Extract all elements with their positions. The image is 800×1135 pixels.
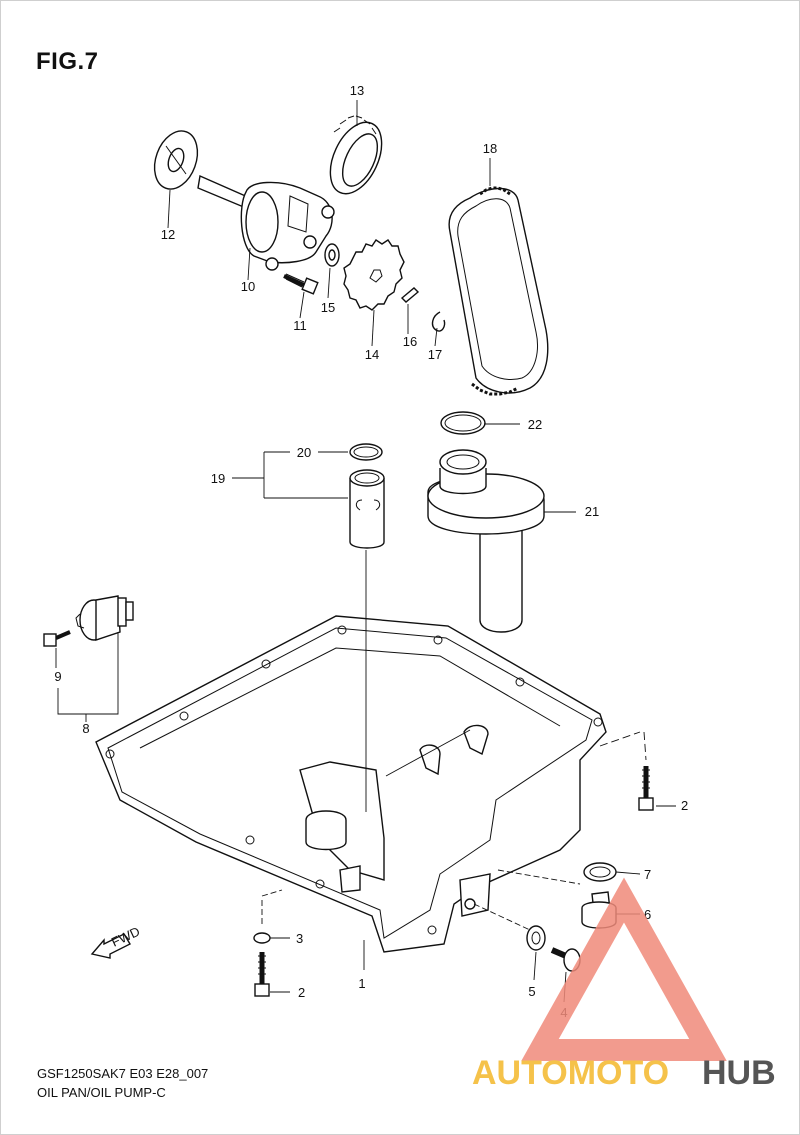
callout-18: 18	[483, 141, 497, 156]
part-14-sprocket	[343, 239, 405, 311]
callout-3: 3	[296, 931, 303, 946]
callout-2-lower: 2	[298, 985, 305, 1000]
figure-title: FIG.7	[36, 48, 99, 75]
callout-22: 22	[528, 417, 542, 432]
callout-19: 19	[211, 471, 225, 486]
callout-5: 5	[528, 984, 535, 999]
part-19-pipe	[349, 469, 385, 549]
callout-11: 11	[293, 318, 307, 333]
callout-6: 6	[644, 907, 651, 922]
model-code: GSF1250SAK7 E03 E28_007	[37, 1066, 209, 1081]
callout-8: 8	[82, 721, 89, 736]
callout-1: 1	[358, 976, 365, 991]
callout-17: 17	[428, 347, 442, 362]
part-8-sensor	[75, 595, 134, 641]
part-2-bolt-upper	[638, 766, 654, 811]
diagram-caption: OIL PAN/OIL PUMP-C	[37, 1085, 166, 1100]
watermark-text-automoto: AUTOMOTO	[472, 1054, 669, 1092]
part-13-driven-gear	[329, 115, 383, 195]
part-5-washer	[526, 925, 546, 951]
part-9-bolt	[43, 630, 71, 647]
part-16-pin	[400, 287, 420, 303]
part-21-oil-strainer	[427, 449, 545, 633]
callout-16: 16	[403, 334, 417, 349]
callout-13: 13	[350, 83, 364, 98]
part-12-gasket	[153, 130, 199, 190]
part-18-chain	[448, 186, 549, 396]
callout-21: 21	[585, 504, 599, 519]
callout-9: 9	[54, 669, 61, 684]
part-2-bolt-lower	[254, 952, 270, 997]
callout-2-upper: 2	[681, 798, 688, 813]
watermark-triangle-logo	[521, 877, 727, 1061]
part-10-oil-pump	[197, 174, 335, 271]
part-11-bolt	[283, 273, 319, 295]
part-20-o-ring	[349, 443, 383, 461]
callout-14: 14	[365, 347, 379, 362]
callout-15: 15	[321, 300, 335, 315]
watermark-text-hub: HUB	[702, 1054, 776, 1092]
callout-7: 7	[644, 867, 651, 882]
part-15-washer	[324, 243, 340, 267]
callout-12: 12	[161, 227, 175, 242]
callout-20: 20	[297, 445, 311, 460]
part-1-oil-pan	[95, 615, 607, 953]
part-22-o-ring	[440, 411, 486, 435]
callout-10: 10	[241, 279, 255, 294]
part-17-circlip	[431, 311, 446, 332]
